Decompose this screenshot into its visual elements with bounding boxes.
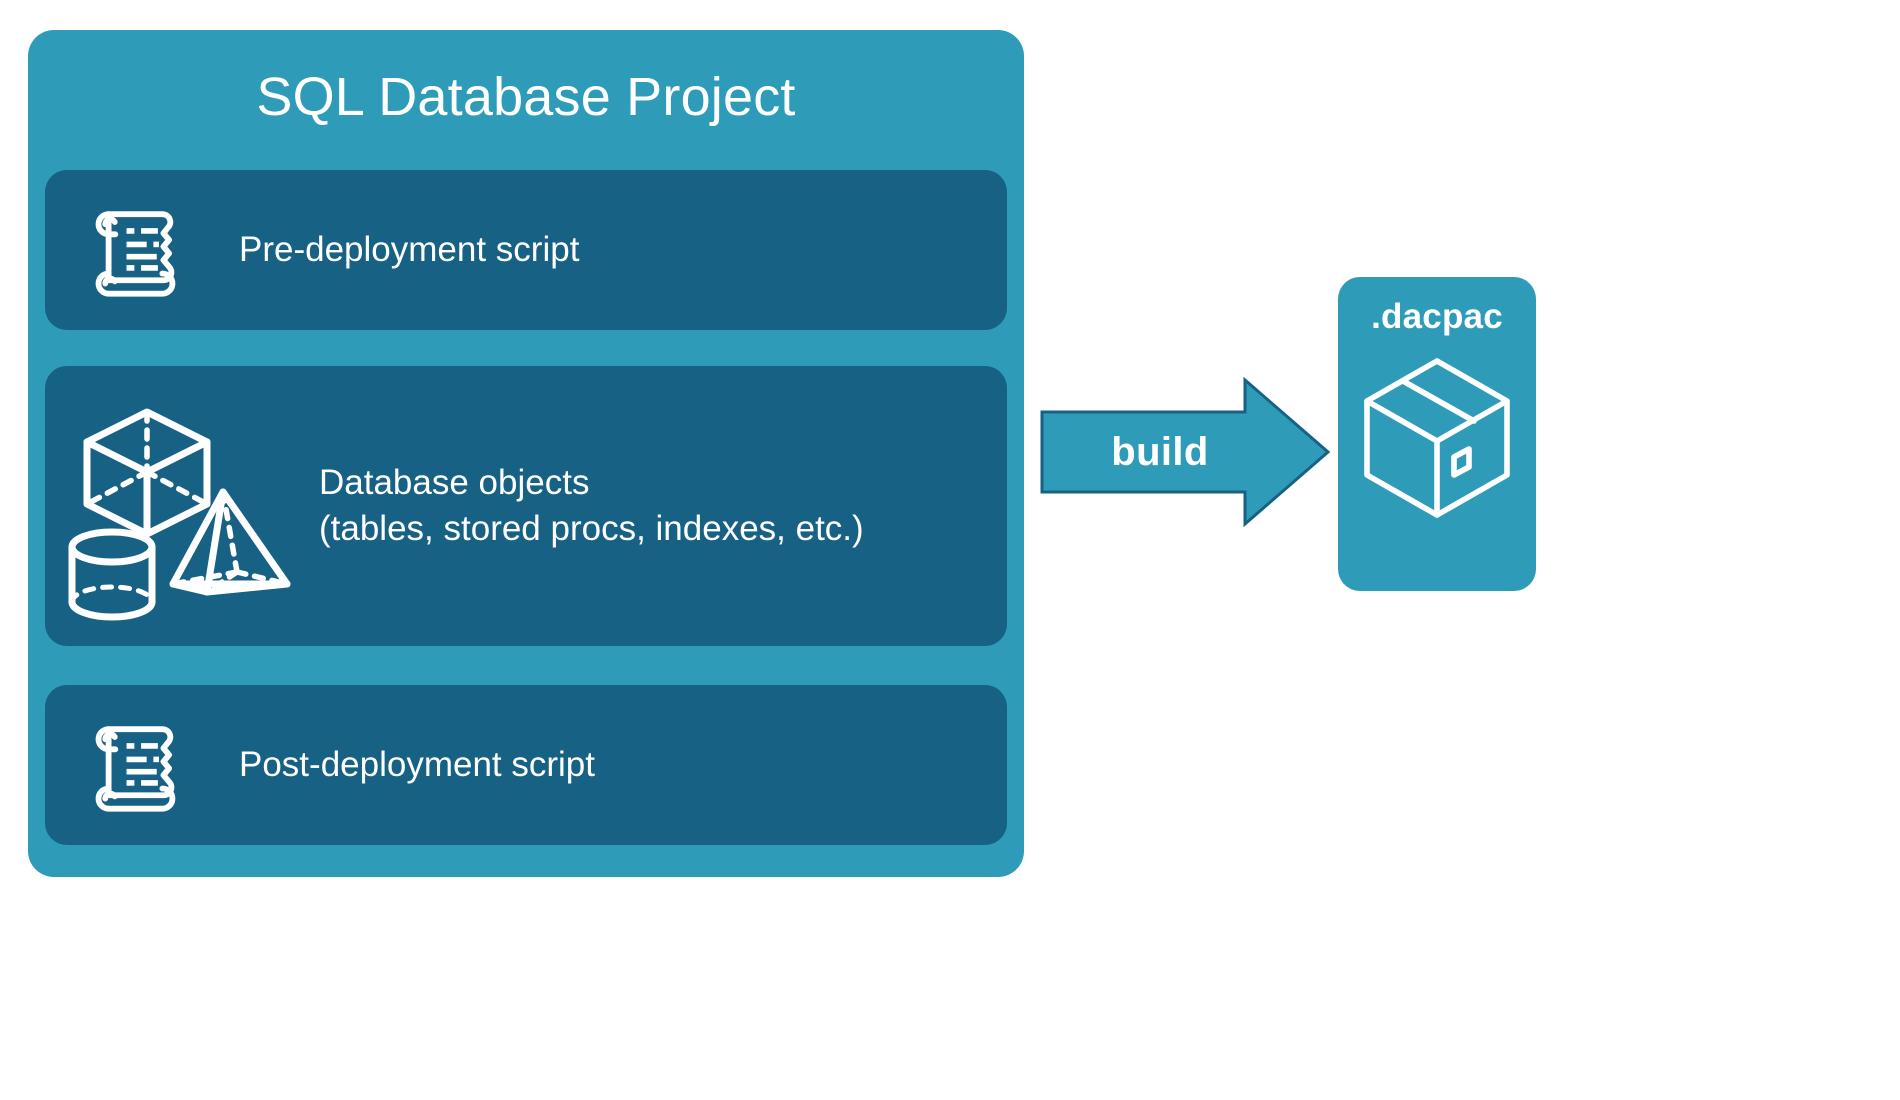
card-label-post-deployment: Post-deployment script [239,744,595,784]
card-post-deployment-script[interactable]: Post-deployment script [45,685,1007,845]
scroll-icon [51,709,211,821]
package-box-icon [1357,353,1517,523]
cylinder-shape [68,528,156,620]
cube-shape [83,408,211,537]
card-database-objects[interactable]: Database objects (tables, stored procs, … [45,366,1007,646]
dacpac-output-card[interactable]: .dacpac [1338,277,1536,591]
build-arrow [1040,376,1331,528]
card-pre-deployment-script[interactable]: Pre-deployment script [45,170,1007,330]
project-title: SQL Database Project [256,67,796,127]
dacpac-title: .dacpac [1371,297,1503,336]
3d-shapes-icon [55,384,305,629]
card-label-database-objects: Database objects (tables, stored procs, … [319,462,864,548]
sql-database-project-container: SQL Database Project [28,30,1024,877]
pyramid-shape [169,488,291,595]
scroll-icon [51,194,211,306]
card-label-pre-deployment: Pre-deployment script [239,229,580,269]
arrow-right-icon [1040,376,1331,528]
